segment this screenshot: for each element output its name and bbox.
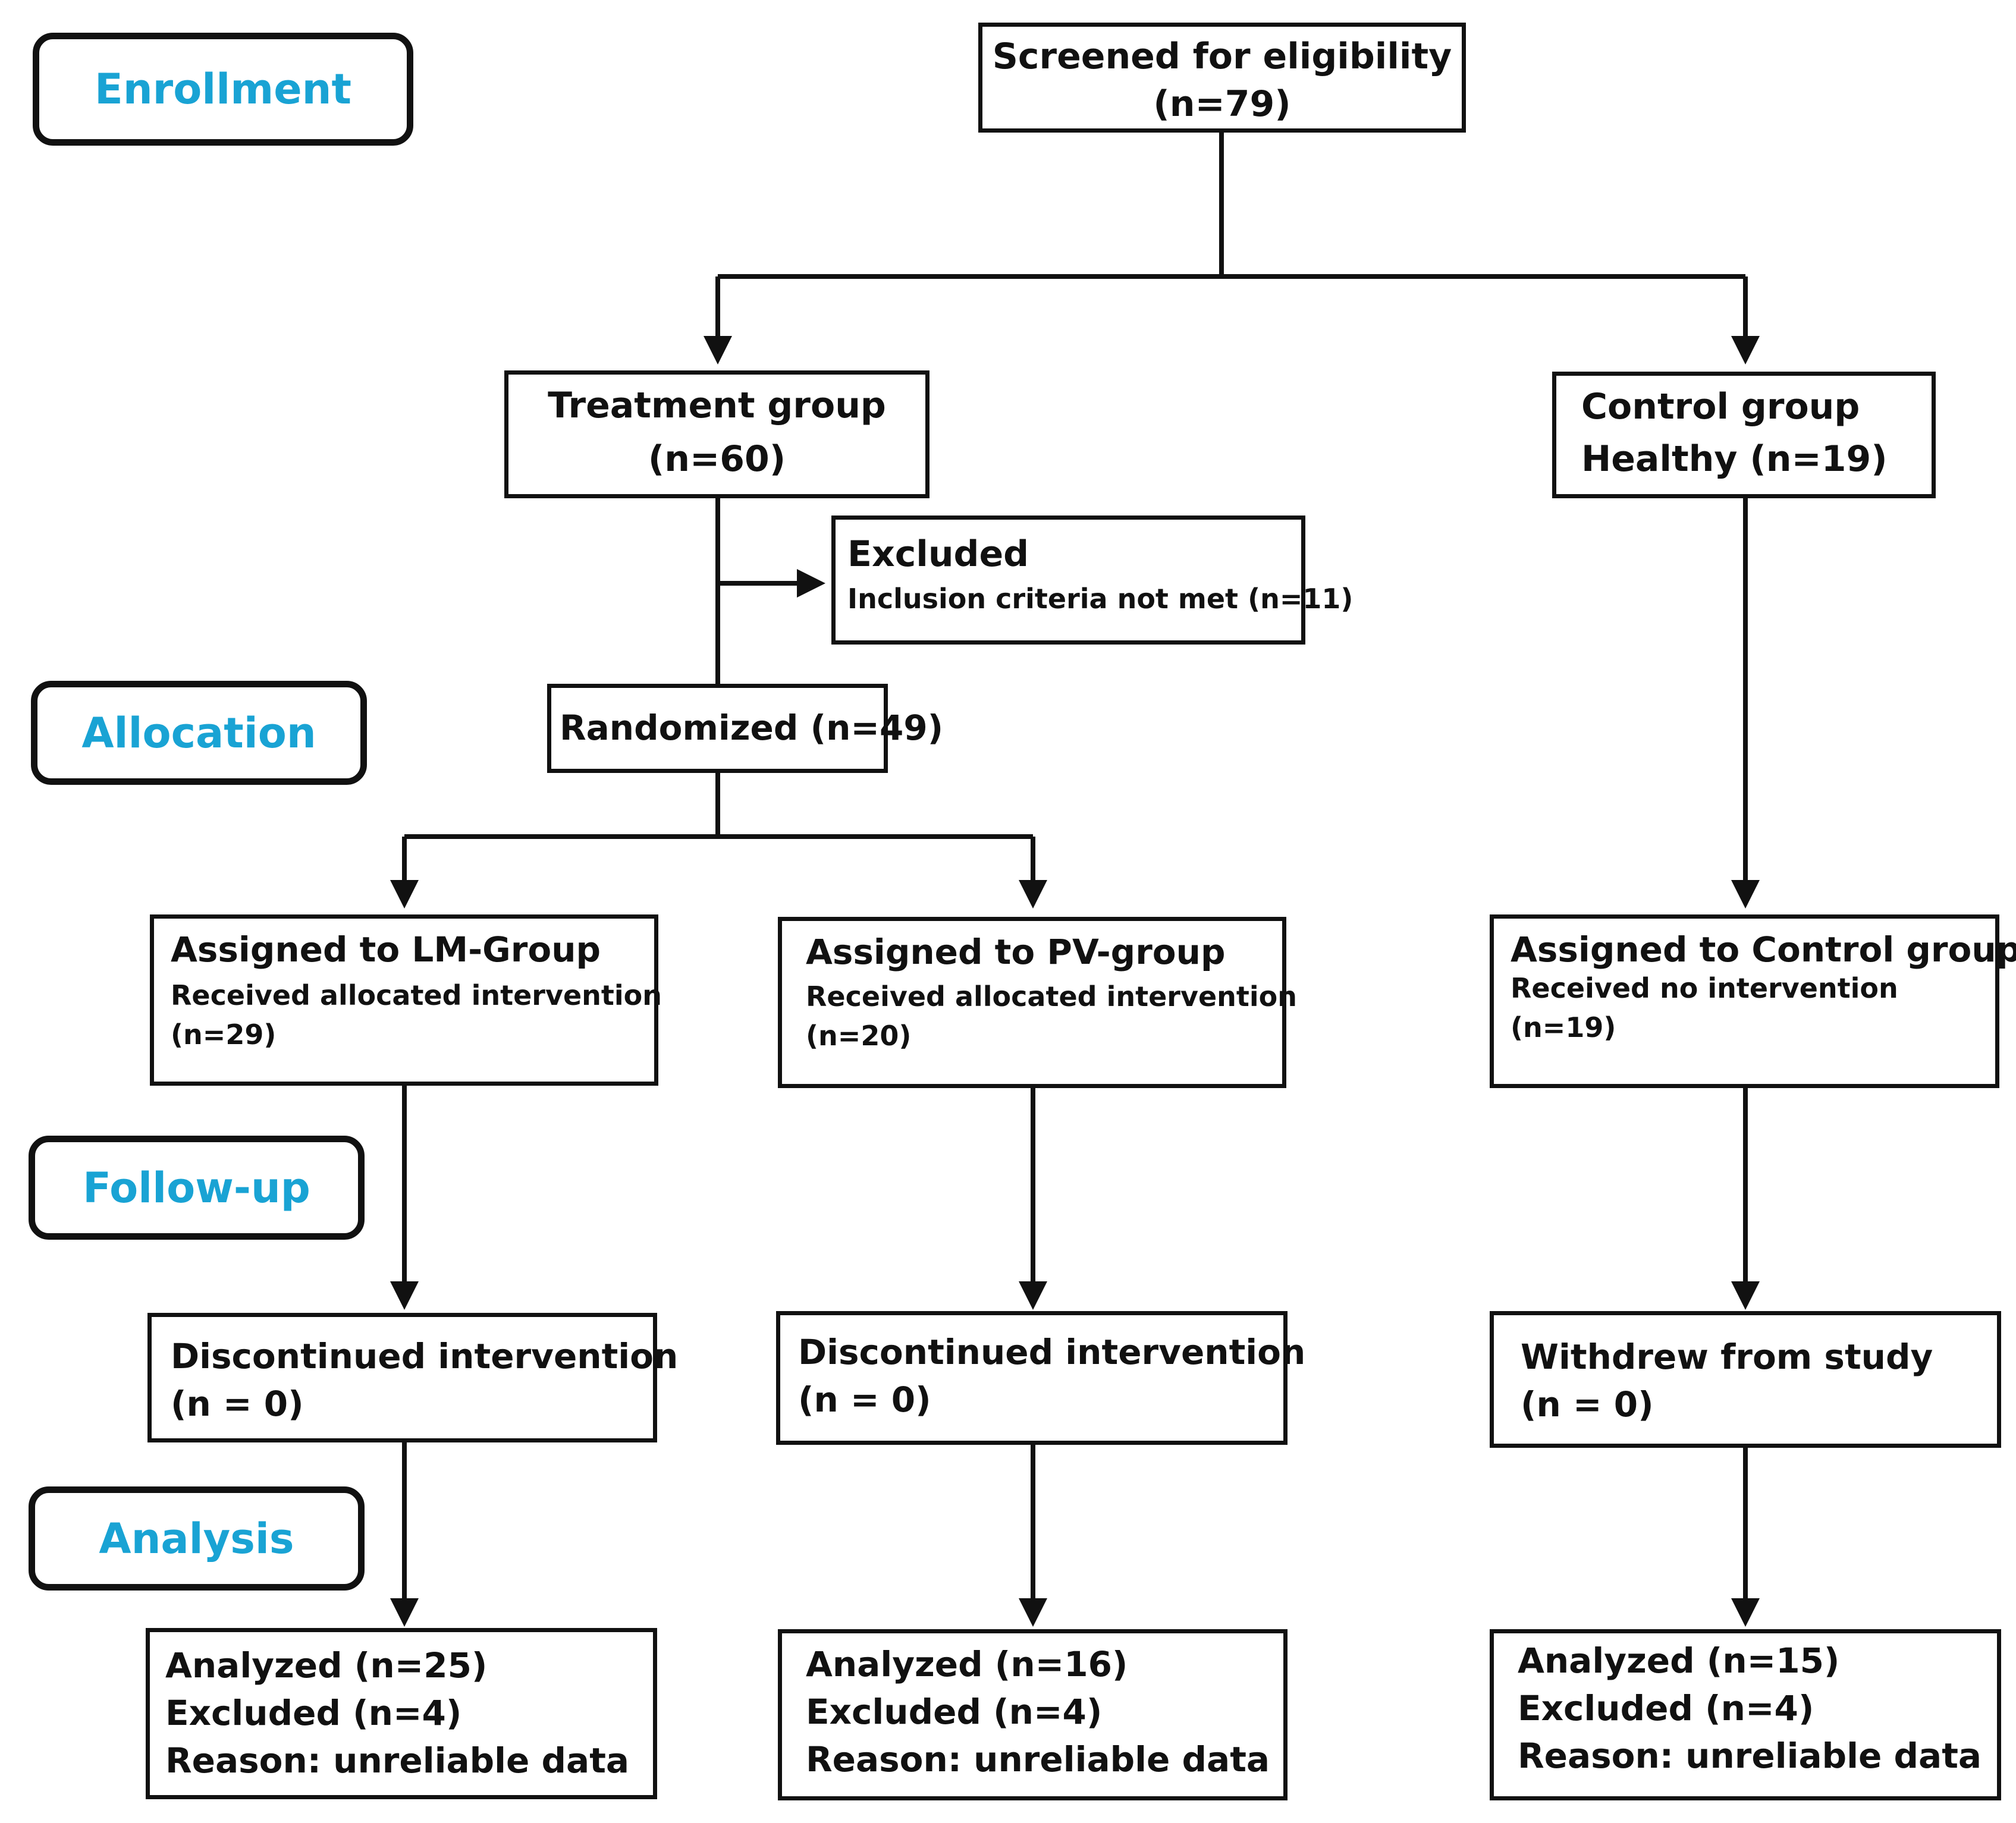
control-followup-box: Withdrew from study (n = 0) bbox=[1490, 1311, 2001, 1448]
stage-label-followup: Follow-up bbox=[29, 1136, 365, 1240]
stage-analysis-text: Analysis bbox=[99, 1514, 294, 1563]
screened-count: (n=79) bbox=[1153, 83, 1291, 125]
lm-group-count: (n=29) bbox=[171, 1019, 277, 1051]
pv-group-detail: Received allocated intervention bbox=[806, 980, 1298, 1013]
treatment-count: (n=60) bbox=[648, 438, 786, 480]
pv-analysis-box: Analyzed (n=16) Excluded (n=4) Reason: u… bbox=[778, 1629, 1288, 1800]
pv-analyzed: Analyzed (n=16) bbox=[806, 1644, 1128, 1684]
screened-box: Screened for eligibility (n=79) bbox=[978, 23, 1466, 133]
lm-group-detail: Received allocated intervention bbox=[171, 979, 662, 1011]
treatment-title: Treatment group bbox=[548, 385, 886, 426]
pv-followup-box: Discontinued intervention (n = 0) bbox=[776, 1311, 1306, 1445]
pv-group-title: Assigned to PV-group bbox=[806, 932, 1226, 972]
control-assigned-title: Assigned to Control group bbox=[1511, 929, 2016, 970]
lm-followup-box: Discontinued intervention (n = 0) bbox=[147, 1313, 679, 1442]
pv-followup-title: Discontinued intervention bbox=[798, 1332, 1306, 1372]
lm-analysis-box: Analyzed (n=25) Excluded (n=4) Reason: u… bbox=[146, 1628, 657, 1799]
excluded-title: Excluded bbox=[847, 533, 1029, 575]
screened-title: Screened for eligibility bbox=[992, 36, 1452, 77]
control-analyzed: Analyzed (n=15) bbox=[1518, 1640, 1840, 1681]
pv-excluded: Excluded (n=4) bbox=[806, 1692, 1103, 1732]
control-excluded: Excluded (n=4) bbox=[1518, 1688, 1814, 1728]
control-group-box: Control group Healthy (n=19) bbox=[1552, 372, 1936, 498]
control-count: Healthy (n=19) bbox=[1581, 438, 1888, 480]
lm-group-title: Assigned to LM-Group bbox=[171, 929, 601, 970]
lm-excluded: Excluded (n=4) bbox=[165, 1693, 462, 1733]
lm-reason: Reason: unreliable data bbox=[165, 1740, 630, 1781]
pv-group-box: Assigned to PV-group Received allocated … bbox=[778, 917, 1298, 1088]
treatment-group-box: Treatment group (n=60) bbox=[504, 370, 930, 498]
lm-analyzed: Analyzed (n=25) bbox=[165, 1645, 488, 1686]
control-reason: Reason: unreliable data bbox=[1518, 1736, 1982, 1776]
lm-followup-count: (n = 0) bbox=[171, 1384, 304, 1424]
control-followup-count: (n = 0) bbox=[1521, 1384, 1654, 1425]
stage-label-allocation: Allocation bbox=[31, 681, 367, 785]
control-assigned-detail: Received no intervention bbox=[1511, 972, 1898, 1004]
stage-enrollment-text: Enrollment bbox=[95, 65, 351, 114]
control-assigned-count: (n=19) bbox=[1511, 1011, 1616, 1043]
control-followup-title: Withdrew from study bbox=[1521, 1337, 1933, 1377]
control-title: Control group bbox=[1581, 386, 1860, 428]
randomized-text: Randomized (n=49) bbox=[560, 708, 944, 748]
excluded-box: Excluded Inclusion criteria not met (n=1… bbox=[831, 516, 1354, 645]
lm-followup-title: Discontinued intervention bbox=[171, 1336, 679, 1376]
stage-allocation-text: Allocation bbox=[81, 708, 316, 758]
control-assigned-box: Assigned to Control group Received no in… bbox=[1490, 914, 2016, 1088]
pv-followup-count: (n = 0) bbox=[798, 1379, 931, 1420]
lm-group-box: Assigned to LM-Group Received allocated … bbox=[150, 914, 662, 1086]
excluded-detail: Inclusion criteria not met (n=11) bbox=[847, 583, 1354, 615]
randomized-box: Randomized (n=49) bbox=[547, 684, 944, 773]
control-analysis-box: Analyzed (n=15) Excluded (n=4) Reason: u… bbox=[1490, 1629, 2001, 1800]
stage-followup-text: Follow-up bbox=[83, 1163, 310, 1212]
pv-group-count: (n=20) bbox=[806, 1020, 912, 1052]
stage-label-enrollment: Enrollment bbox=[33, 33, 413, 146]
stage-label-analysis: Analysis bbox=[29, 1486, 365, 1591]
pv-reason: Reason: unreliable data bbox=[806, 1739, 1270, 1780]
